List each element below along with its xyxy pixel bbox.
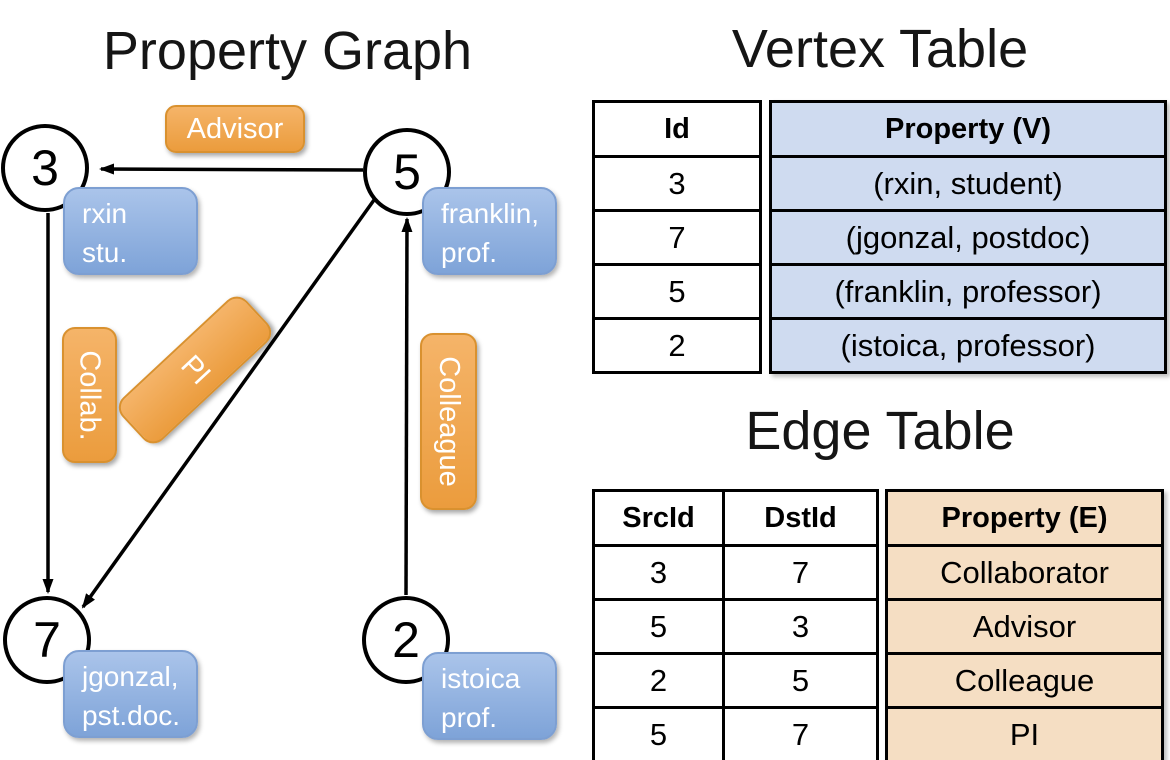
table-row: Colleague (885, 652, 1164, 709)
vertex-property-box-istoica: istoica prof. (422, 652, 557, 740)
edge-label-text: PI (174, 348, 217, 391)
table-header-row: Property (E) (885, 489, 1164, 547)
vertex-property-cell: (franklin, professor) (769, 263, 1167, 320)
edge-property-cell: Collaborator (885, 544, 1164, 601)
edge-label-colleague: Colleague (420, 333, 477, 510)
vertex-property-box-rxin: rxin stu. (63, 187, 198, 275)
edge-table: SrcId DstId 3 7 5 3 2 5 5 7 Property (E) (592, 489, 1164, 760)
edge-srcid-header: SrcId (592, 489, 725, 547)
vertex-property-cell: (istoica, professor) (769, 317, 1167, 374)
edge-label-collab: Collab. (62, 327, 117, 463)
edge-line-advisor-5-to-3 (99, 163, 364, 175)
table-row: PI (885, 706, 1164, 760)
table-row: (rxin, student) (769, 155, 1167, 212)
table-header-row: Id (592, 100, 762, 158)
table-row: Advisor (885, 598, 1164, 655)
vertex-name: rxin (82, 198, 128, 229)
vertex-property-column: Property (V) (rxin, student) (jgonzal, p… (769, 100, 1167, 374)
vertex-role: prof. (441, 701, 498, 733)
edge-label-text: Collab. (74, 349, 106, 441)
edge-dst-cell: 7 (722, 544, 879, 601)
edge-line-pi-5-to-7 (81, 198, 376, 609)
edge-label-text: Advisor (186, 112, 284, 145)
vertex-property-box-jgonzal: jgonzal, pst.doc. (63, 650, 198, 738)
table-row: (franklin, professor) (769, 263, 1167, 320)
table-row: 3 (592, 155, 762, 212)
graph-edges-layer (42, 163, 413, 609)
vertex-name: franklin, (441, 198, 540, 229)
vertex-table: Id 3 7 5 2 Property (V) (rxin, student) … (592, 100, 1167, 374)
table-row: 5 (592, 263, 762, 320)
edge-line-colleague-2-to-5 (401, 217, 413, 596)
edge-table-title: Edge Table (745, 401, 1015, 461)
edge-src-cell: 3 (592, 544, 725, 601)
edge-property-header: Property (E) (885, 489, 1164, 547)
edge-dst-cell: 7 (722, 706, 879, 760)
graph-node-5: 5 (363, 128, 451, 216)
table-row: 5 7 (592, 706, 879, 760)
vertex-id-header: Id (592, 100, 762, 158)
vertex-property-cell: (jgonzal, postdoc) (769, 209, 1167, 266)
vertex-property-box-franklin: franklin, prof. (422, 187, 557, 275)
edge-dst-cell: 5 (722, 652, 879, 709)
vertex-role: stu. (82, 236, 128, 268)
vertex-id-cell: 2 (592, 317, 762, 374)
table-row: Collaborator (885, 544, 1164, 601)
vertex-id-column: Id 3 7 5 2 (592, 100, 762, 374)
vertex-table-title: Vertex Table (731, 19, 1029, 79)
vertex-property-header: Property (V) (769, 100, 1167, 158)
edge-property-cell: Advisor (885, 598, 1164, 655)
table-row: 7 (592, 209, 762, 266)
vertex-property-cell: (rxin, student) (769, 155, 1167, 212)
vertex-role: pst.doc. (82, 699, 181, 731)
edge-property-cell: PI (885, 706, 1164, 760)
property-graph-title: Property Graph (102, 21, 473, 81)
edge-property-column: Property (E) Collaborator Advisor Collea… (885, 489, 1164, 760)
table-row: 2 5 (592, 652, 879, 709)
table-header-row: Property (V) (769, 100, 1167, 158)
edge-src-cell: 5 (592, 598, 725, 655)
graph-node-2: 2 (362, 596, 450, 684)
vertex-name: jgonzal, (82, 661, 179, 692)
vertex-role: prof. (441, 236, 498, 268)
edge-src-dst-columns: SrcId DstId 3 7 5 3 2 5 5 7 (592, 489, 879, 760)
node-id-label: 5 (393, 144, 421, 200)
node-id-label: 2 (392, 612, 420, 668)
edge-property-cell: Colleague (885, 652, 1164, 709)
vertex-name: istoica (441, 663, 521, 694)
table-row: 2 (592, 317, 762, 374)
edge-label-text: Colleague (433, 356, 466, 487)
edge-src-cell: 2 (592, 652, 725, 709)
node-id-label: 3 (31, 140, 59, 196)
table-row: 3 7 (592, 544, 879, 601)
edge-dst-cell: 3 (722, 598, 879, 655)
table-header-row: SrcId DstId (592, 489, 879, 547)
edge-dstid-header: DstId (722, 489, 879, 547)
table-row: (jgonzal, postdoc) (769, 209, 1167, 266)
vertex-id-cell: 3 (592, 155, 762, 212)
table-row: 5 3 (592, 598, 879, 655)
edge-src-cell: 5 (592, 706, 725, 760)
edge-label-advisor: Advisor (165, 105, 305, 153)
vertex-id-cell: 5 (592, 263, 762, 320)
node-id-label: 7 (33, 612, 61, 668)
vertex-id-cell: 7 (592, 209, 762, 266)
table-row: (istoica, professor) (769, 317, 1167, 374)
